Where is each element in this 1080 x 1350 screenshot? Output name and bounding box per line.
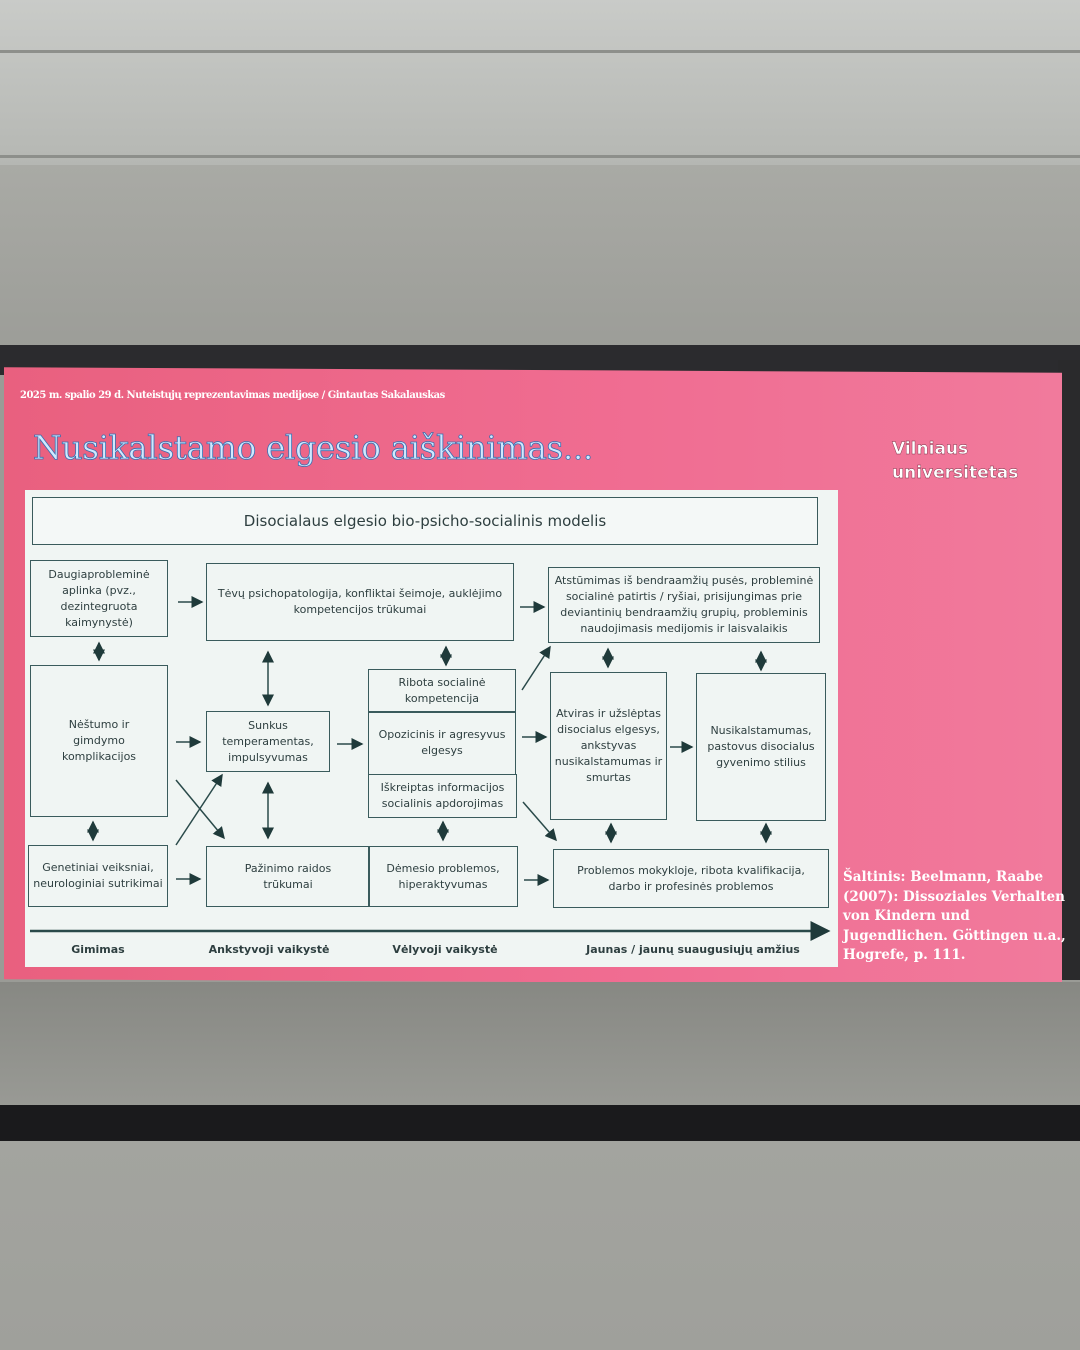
diagram-panel xyxy=(25,490,838,967)
box-cognitive: Pažinimo raidos trūkumai xyxy=(206,846,370,907)
ceiling-seam xyxy=(0,155,1080,158)
logo-line: universitetas xyxy=(892,463,1019,483)
box-criminality: Nusikalstamumas, pastovus disocialus gyv… xyxy=(696,673,826,821)
box-oppositional: Opozicinis ir agresyvus elgesys xyxy=(368,711,516,775)
screen-edge xyxy=(1058,360,1080,980)
logo-line: Vilniaus xyxy=(892,439,969,459)
ceiling-seam xyxy=(0,50,1080,53)
box-open-hidden: Atviras ir užslėptas disocialus elgesys,… xyxy=(550,672,667,820)
wall xyxy=(0,982,1080,1107)
box-school: Problemos mokykloje, ribota kvalifikacij… xyxy=(553,849,829,908)
university-logo: Vilniaus universitetas xyxy=(892,437,1019,485)
wall xyxy=(0,1141,1080,1350)
slide-title: Nusikalstamo elgesio aiškinimas... xyxy=(33,428,594,468)
box-parents: Tėvų psichopatologija, konfliktai šeimoj… xyxy=(206,563,514,641)
screen-bottom-bar xyxy=(0,1105,1080,1141)
box-genetic: Genetiniai veiksniai, neurologiniai sutr… xyxy=(28,845,168,907)
timeline-label: Gimimas xyxy=(71,943,125,956)
box-multiproblem: Daugiaprobleminė aplinka (pvz., dezinteg… xyxy=(30,560,168,637)
slide-meta-line: 2025 m. spalio 29 d. Nuteistųjų reprezen… xyxy=(20,390,445,401)
diagram-header: Disocialaus elgesio bio-psicho-socialini… xyxy=(32,497,818,545)
box-attention: Dėmesio problemos, hiperaktyvumas xyxy=(368,846,518,907)
box-pregnancy: Nėštumo ir gimdymo komplikacijos xyxy=(30,665,168,817)
box-info-processing: Iškreiptas informacijos socialinis apdor… xyxy=(368,774,517,818)
source-citation: Šaltinis: Beelmann, Raabe (2007): Dissoz… xyxy=(843,869,1066,963)
timeline-label: Vėlyvoji vaikystė xyxy=(392,943,498,956)
timeline-label: Ankstyvoji vaikystė xyxy=(208,943,330,956)
box-rejection: Atstūmimas iš bendraamžių pusės, problem… xyxy=(548,567,820,643)
box-temperament: Sunkus temperamentas, impulsyvumas xyxy=(206,711,330,772)
box-social-competence: Ribota socialinė kompetencija xyxy=(368,669,516,713)
ceiling xyxy=(0,0,1080,165)
timeline-label: Jaunas / jaunų suaugusiųjų amžius xyxy=(586,943,800,956)
wall xyxy=(0,165,1080,350)
